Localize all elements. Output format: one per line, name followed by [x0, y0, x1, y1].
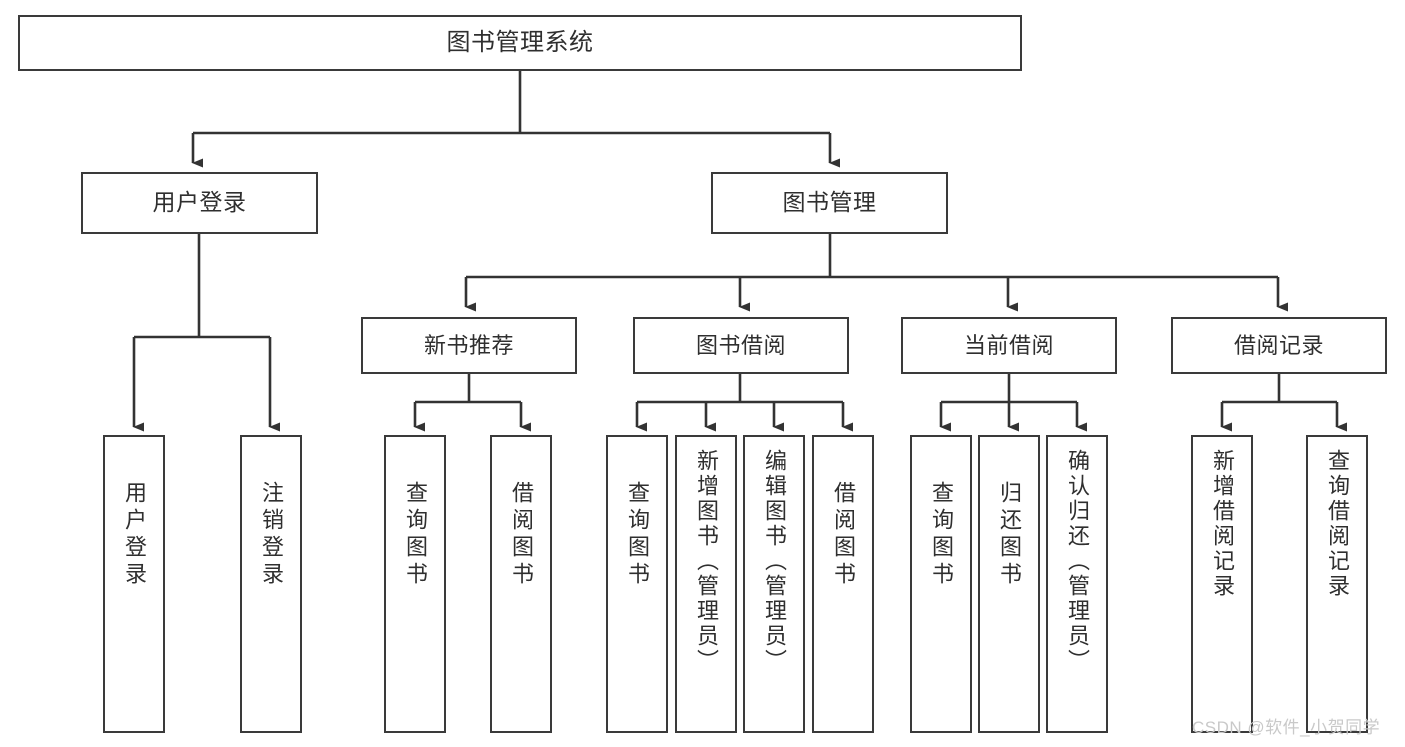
node-label: 用户登录: [152, 189, 247, 216]
leaf-node-borrow-book[interactable]: 借阅图书: [812, 435, 874, 733]
node-label: 编辑图书（管理员）: [762, 449, 787, 674]
node-label: 用户登录: [122, 481, 147, 589]
leaf-node-query-book-new[interactable]: 查询图书: [384, 435, 446, 733]
leaf-node-add-borrow-record[interactable]: 新增借阅记录: [1191, 435, 1253, 733]
leaf-node-edit-book-admin[interactable]: 编辑图书（管理员）: [743, 435, 805, 733]
leaf-node-return-book[interactable]: 归还图书: [978, 435, 1040, 733]
node-label: 查询图书: [403, 481, 428, 589]
node-label: 当前借阅: [963, 332, 1054, 358]
node-label: 借阅图书: [509, 481, 534, 589]
leaf-node-confirm-return-admin[interactable]: 确认归还（管理员）: [1046, 435, 1108, 733]
node-label: 图书管理系统: [446, 28, 594, 56]
node-new-book-recommendation[interactable]: 新书推荐: [361, 317, 577, 374]
node-label: 图书管理: [782, 189, 877, 216]
node-current-borrow[interactable]: 当前借阅: [901, 317, 1117, 374]
node-label: 新增借阅记录: [1210, 449, 1235, 599]
node-root-book-management-system[interactable]: 图书管理系统: [18, 15, 1022, 71]
leaf-node-query-borrow-record[interactable]: 查询借阅记录: [1306, 435, 1368, 733]
node-label: 确认归还（管理员）: [1065, 449, 1090, 674]
leaf-node-query-book-borrow[interactable]: 查询图书: [606, 435, 668, 733]
leaf-node-add-book-admin[interactable]: 新增图书（管理员）: [675, 435, 737, 733]
node-label: 借阅图书: [831, 481, 856, 589]
node-label: 注销登录: [259, 481, 284, 589]
csdn-watermark: CSDN @软件_小贺同学: [1192, 718, 1381, 737]
node-borrow-record[interactable]: 借阅记录: [1171, 317, 1387, 374]
node-label: 归还图书: [997, 481, 1022, 589]
node-label: 图书借阅: [695, 332, 786, 358]
node-label: 查询图书: [625, 481, 650, 589]
leaf-node-user-login[interactable]: 用户登录: [103, 435, 165, 733]
node-label: 查询图书: [929, 481, 954, 589]
node-label: 借阅记录: [1233, 332, 1324, 358]
leaf-node-user-logout[interactable]: 注销登录: [240, 435, 302, 733]
leaf-node-borrow-book-new[interactable]: 借阅图书: [490, 435, 552, 733]
node-label: 新书推荐: [423, 332, 514, 358]
leaf-node-query-book-current[interactable]: 查询图书: [910, 435, 972, 733]
node-user-login[interactable]: 用户登录: [81, 172, 318, 234]
node-book-borrow[interactable]: 图书借阅: [633, 317, 849, 374]
node-label: 查询借阅记录: [1325, 449, 1350, 599]
node-book-management[interactable]: 图书管理: [711, 172, 948, 234]
node-label: 新增图书（管理员）: [694, 449, 719, 674]
